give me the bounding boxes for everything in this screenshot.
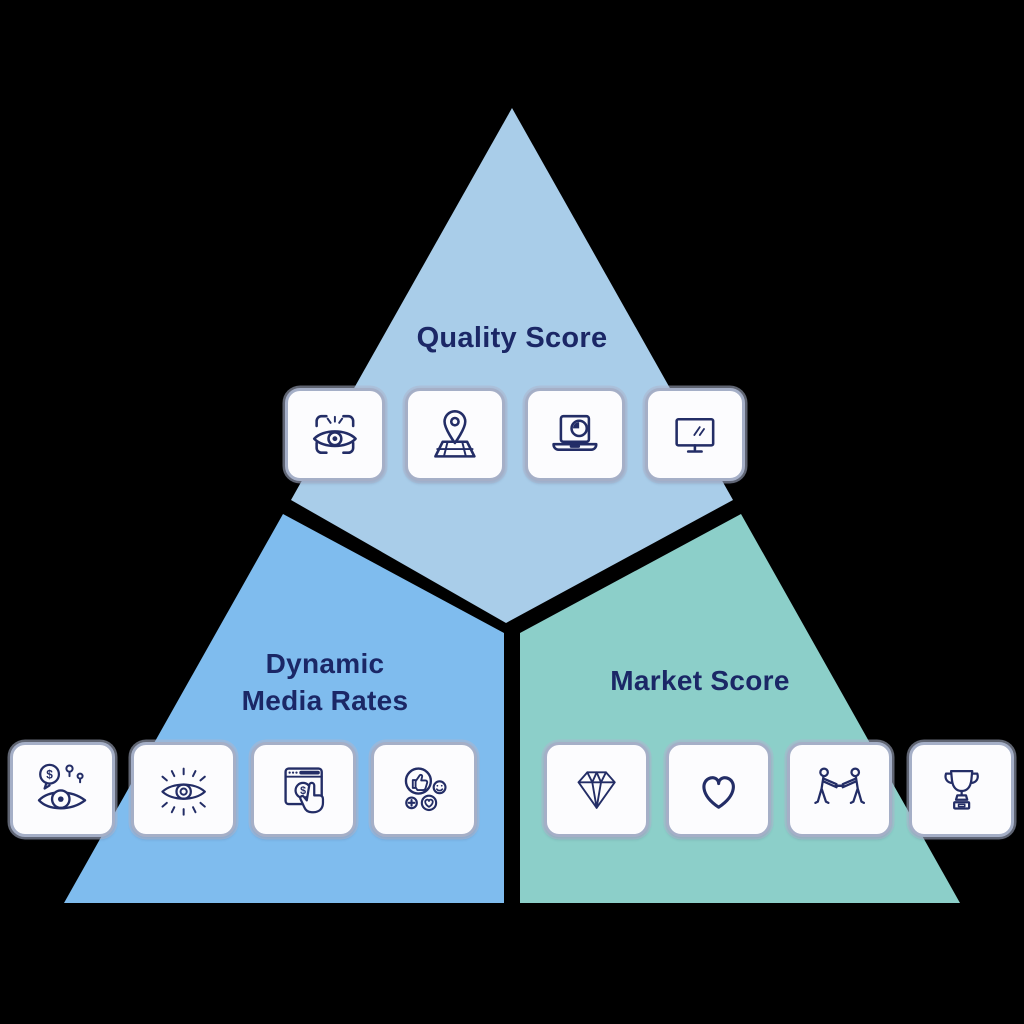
eye-attention-icon <box>161 767 206 817</box>
card-pay-per-click: $ <box>251 742 356 837</box>
card-affinity <box>666 742 771 837</box>
diamond-icon <box>577 771 616 810</box>
dynamic-label-line1: Dynamic <box>265 648 385 679</box>
card-viewability <box>285 388 385 481</box>
card-screen <box>645 388 745 481</box>
map-pin-icon <box>434 410 476 458</box>
svg-text:$: $ <box>300 785 306 797</box>
card-engagement <box>371 742 477 837</box>
card-time-on-screen <box>525 388 625 481</box>
dynamic-media-rates-label: Dynamic Media Rates <box>175 645 475 719</box>
market-score-label: Market Score <box>610 665 790 696</box>
dynamic-label-line2: Media Rates <box>241 685 409 716</box>
card-location <box>405 388 505 481</box>
card-cost-per-view: $ <box>10 742 115 837</box>
trophy-icon <box>944 770 979 810</box>
tug-of-war-icon <box>814 767 865 805</box>
eye-scan-icon <box>313 414 357 455</box>
money-audience-eye-icon: $ <box>37 764 87 810</box>
card-attention <box>131 742 236 837</box>
laptop-clock-icon <box>552 414 598 451</box>
browser-pay-click-icon: $ <box>284 767 324 814</box>
svg-text:$: $ <box>46 768 53 782</box>
card-competition <box>787 742 892 837</box>
tv-screen-icon <box>675 417 715 453</box>
heart-icon <box>702 776 735 810</box>
social-reactions-icon <box>404 767 447 812</box>
card-award <box>909 742 1014 837</box>
card-value <box>544 742 649 837</box>
quality-score-label: Quality Score <box>416 322 608 354</box>
quality-section-shape <box>291 108 733 623</box>
